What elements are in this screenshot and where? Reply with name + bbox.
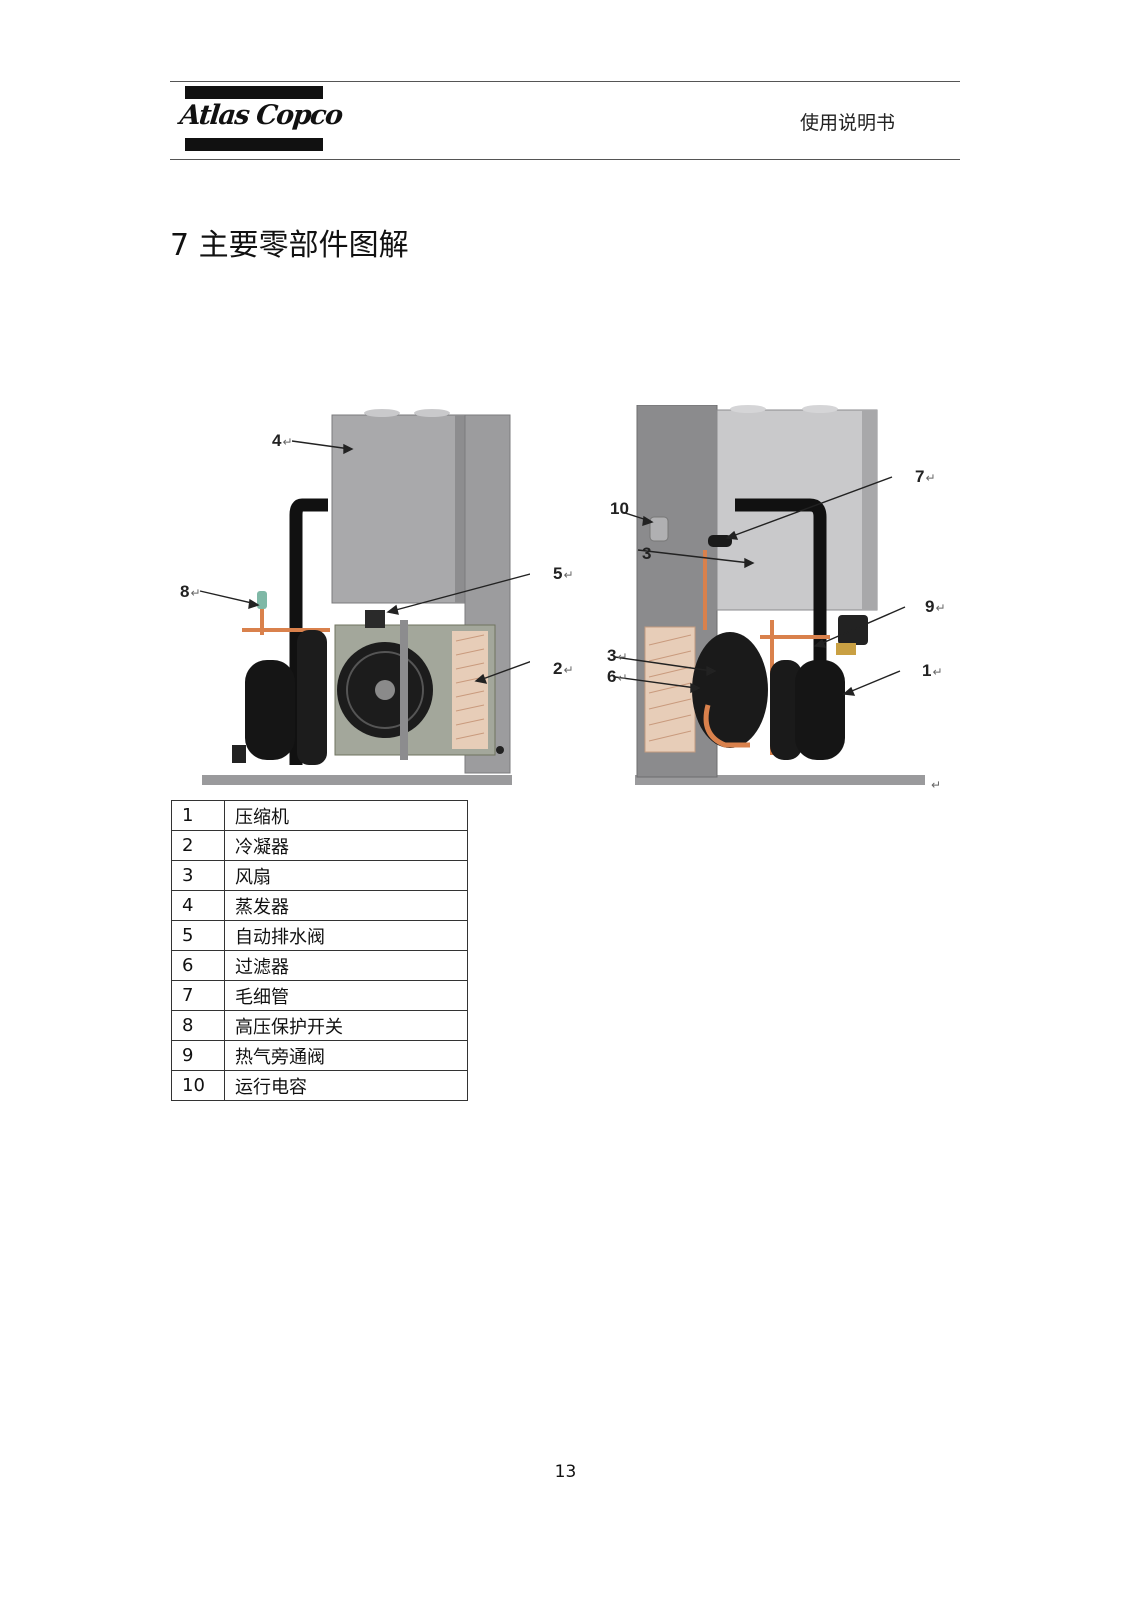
callout-1: 1↵ xyxy=(922,661,943,680)
header-top-rule xyxy=(170,81,960,82)
evaporator-edge xyxy=(862,410,877,610)
document-label: 使用说明书 xyxy=(800,112,896,134)
part-number: 7 xyxy=(171,980,225,1011)
callout-8: 8↵ xyxy=(180,582,201,601)
callout-10: 10 xyxy=(610,499,629,518)
dryer-left-view-illustration xyxy=(199,409,530,785)
panel-bolt xyxy=(496,746,504,754)
compressor-body xyxy=(795,660,845,760)
header-bottom-rule xyxy=(170,159,960,160)
left-leader-lines xyxy=(199,440,530,684)
accumulator xyxy=(770,660,802,760)
top-port-right xyxy=(802,405,838,413)
compressor-accumulator xyxy=(297,630,327,765)
insulated-pipe xyxy=(735,498,827,667)
top-port-left xyxy=(730,405,766,413)
part-number: 9 xyxy=(171,1040,225,1071)
drain-valve-body xyxy=(365,610,385,628)
figure-end-mark: ↵ xyxy=(931,778,942,792)
callout-9: 9↵ xyxy=(925,597,946,616)
bypass-valve-brass xyxy=(836,643,856,655)
part-name: 冷凝器 xyxy=(224,830,468,861)
base-plate xyxy=(635,775,925,785)
callout-7: 7↵ xyxy=(915,467,936,486)
part-name: 风扇 xyxy=(224,860,468,891)
fan-guard xyxy=(692,632,768,748)
top-port-right xyxy=(414,409,450,417)
callout-3-upper: 3 xyxy=(642,544,652,563)
compressor-body xyxy=(245,660,295,760)
part-number: 2 xyxy=(171,830,225,861)
page-number: 13 xyxy=(554,1462,577,1482)
callout-4: 4↵ xyxy=(272,431,293,450)
fan-hub xyxy=(375,680,395,700)
part-number: 8 xyxy=(171,1010,225,1041)
top-port-left xyxy=(364,409,400,417)
insulated-pipe xyxy=(289,498,328,765)
condenser-coil xyxy=(644,626,696,753)
part-number: 5 xyxy=(171,920,225,951)
compressor-foot xyxy=(232,745,246,763)
condenser-fins xyxy=(455,634,485,740)
logo-wordmark: Atlas Copco xyxy=(178,100,344,131)
part-name: 热气旁通阀 xyxy=(224,1040,468,1071)
part-name: 毛细管 xyxy=(224,980,468,1011)
right-leader-lines xyxy=(614,476,906,696)
filter-pipe xyxy=(703,704,750,748)
logo-bar-bottom xyxy=(185,138,323,151)
part-name: 蒸发器 xyxy=(224,890,468,921)
part-name: 压缩机 xyxy=(224,800,468,831)
condenser-fins xyxy=(648,634,692,742)
fan-guard-ring xyxy=(346,651,424,729)
part-name: 运行电容 xyxy=(224,1070,468,1101)
part-number: 4 xyxy=(171,890,225,921)
part-name: 高压保护开关 xyxy=(224,1010,468,1041)
condenser-coil xyxy=(452,631,488,749)
dryer-right-view-illustration xyxy=(614,405,925,785)
fan-mount-bar xyxy=(400,620,408,760)
callout-5: 5↵ xyxy=(553,564,574,583)
run-capacitor xyxy=(649,516,669,542)
part-name: 自动排水阀 xyxy=(224,920,468,951)
high-pressure-switch-body xyxy=(257,591,267,609)
logo-bar-top xyxy=(185,86,323,99)
part-name: 过滤器 xyxy=(224,950,468,981)
part-number: 1 xyxy=(171,800,225,831)
section-title: 7 主要零部件图解 xyxy=(170,228,409,263)
part-number: 6 xyxy=(171,950,225,981)
part-number: 3 xyxy=(171,860,225,891)
part-number: 10 xyxy=(171,1070,225,1101)
callout-3-lower: 3↵ xyxy=(607,646,628,665)
callout-2: 2↵ xyxy=(553,659,574,678)
callout-6: 6↵ xyxy=(607,667,628,686)
base-plate xyxy=(202,775,512,785)
